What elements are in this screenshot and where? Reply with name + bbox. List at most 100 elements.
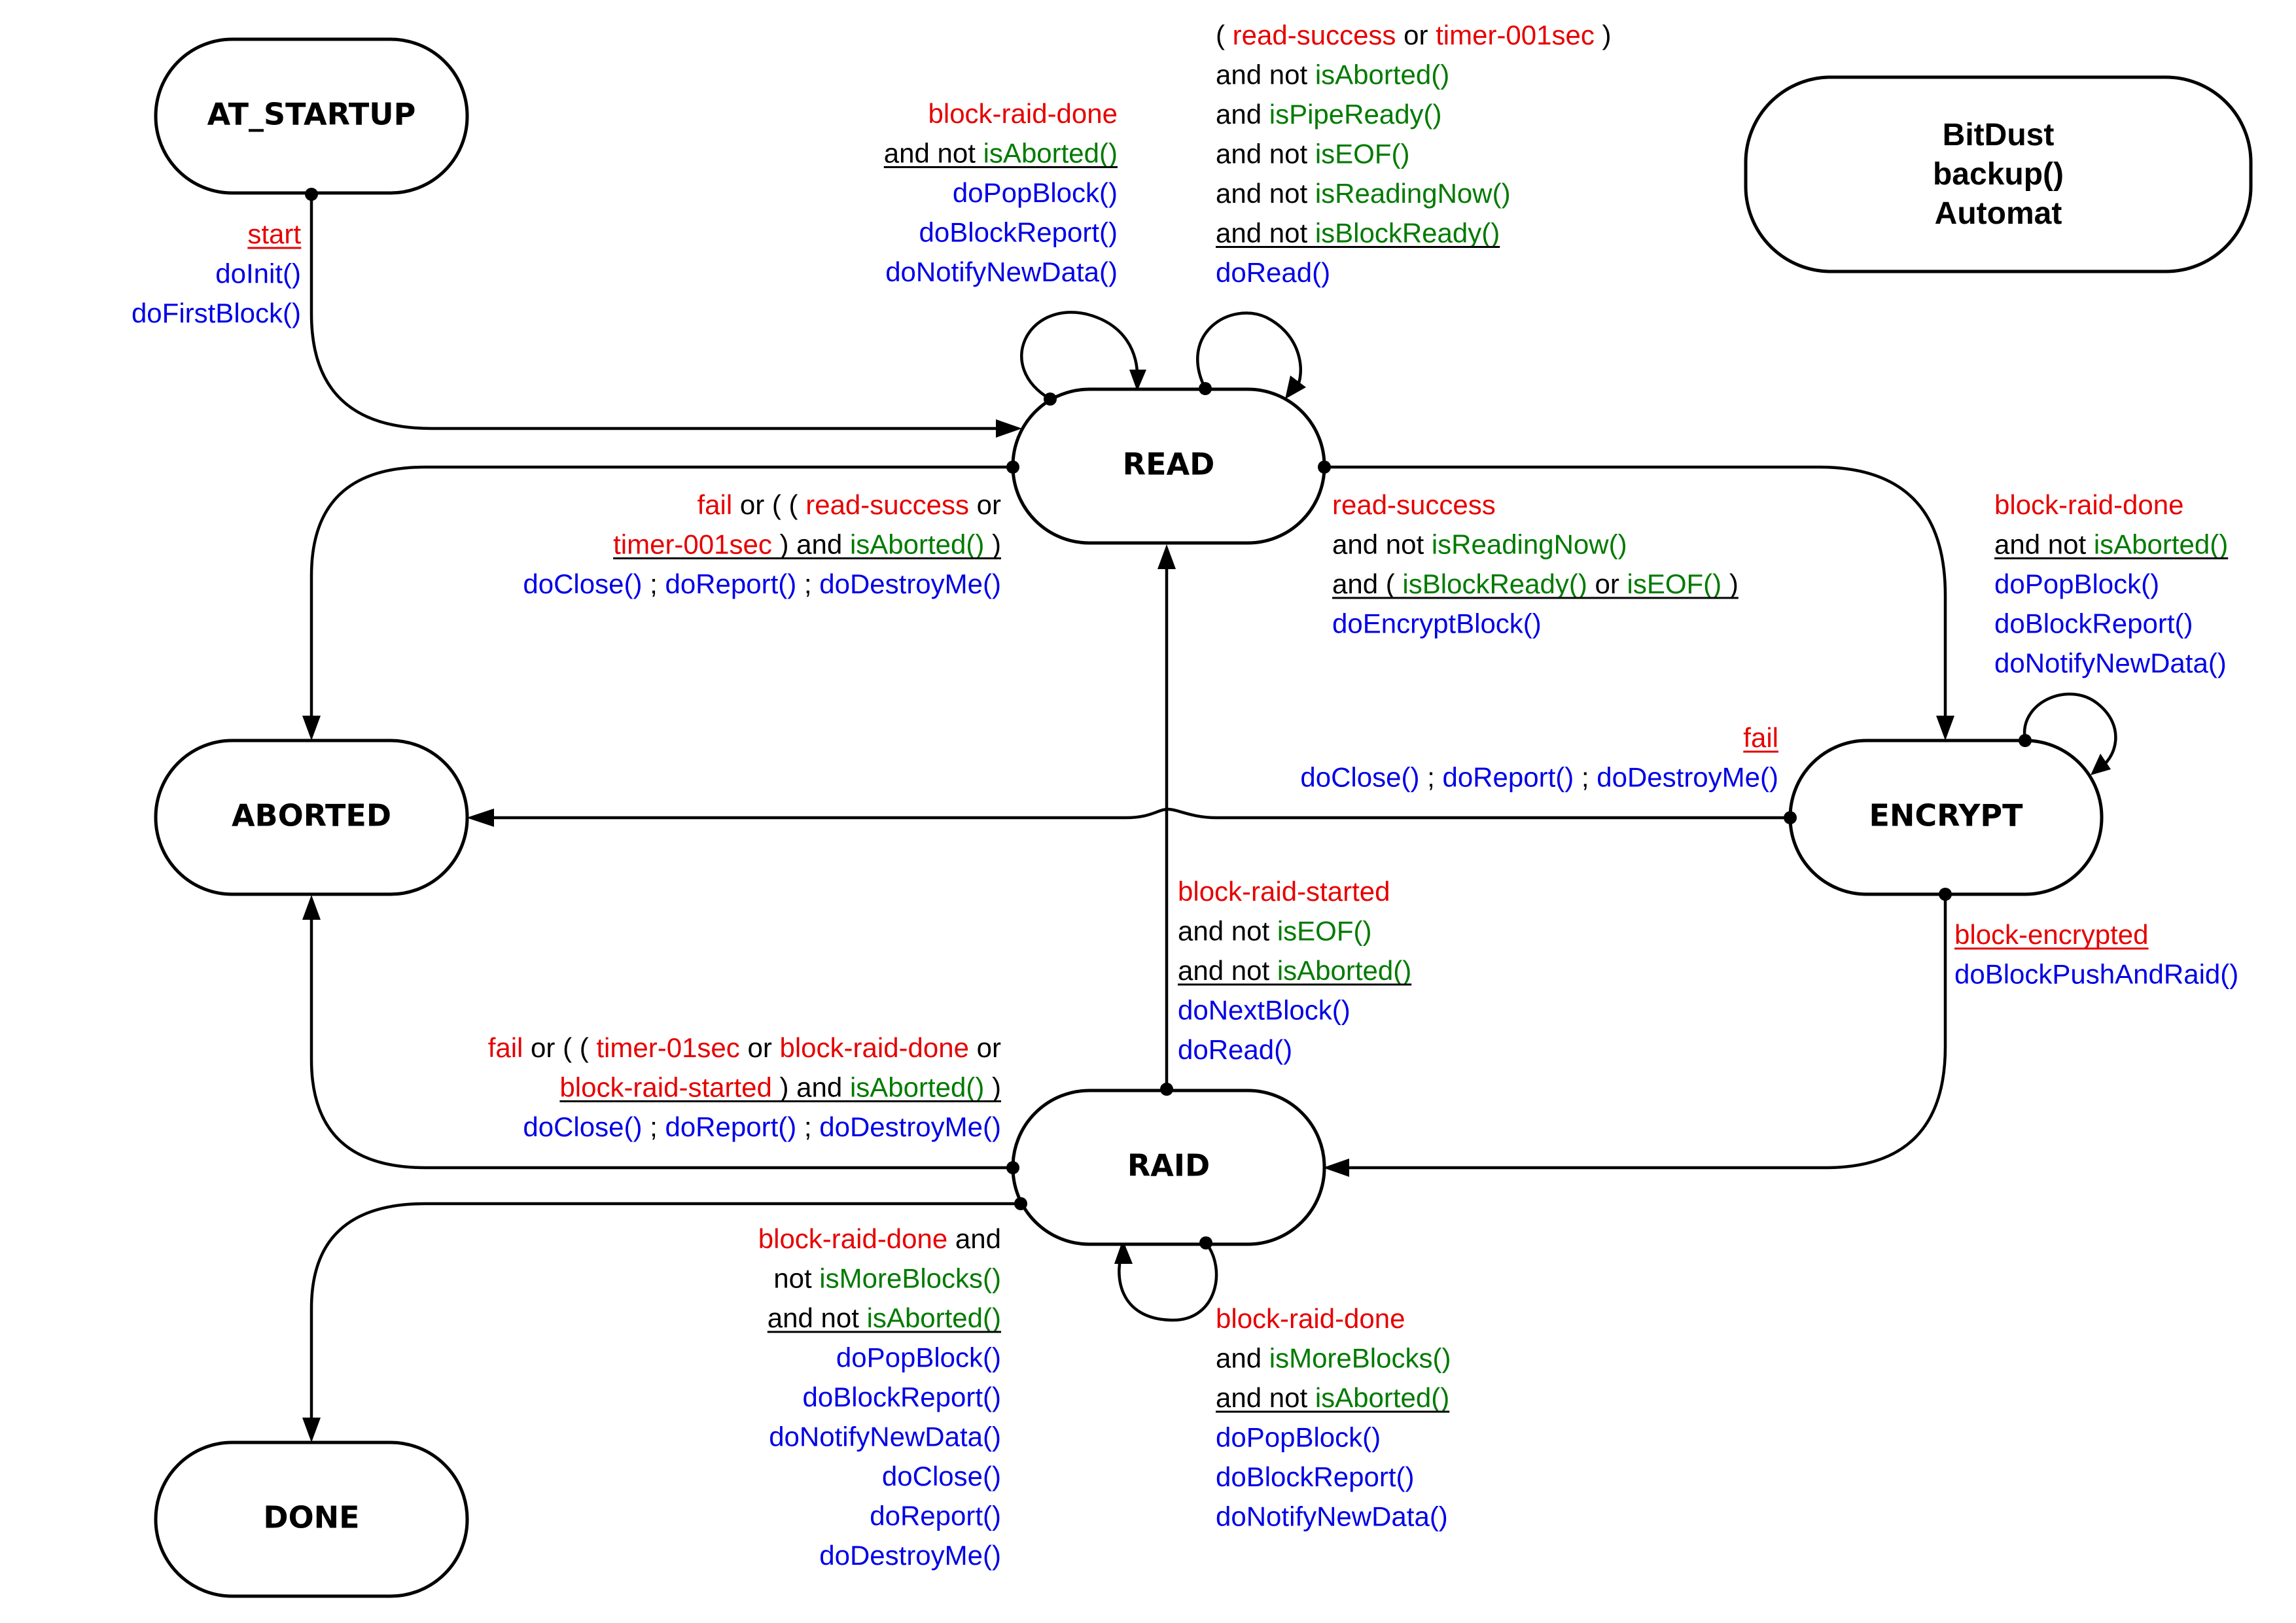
label-token: fail xyxy=(488,1032,523,1063)
label-read-self-right: ( read-success or timer-001sec ) and not … xyxy=(1216,20,1612,288)
label-line: block-encrypted xyxy=(1954,919,2148,950)
state-raid[interactable]: RAID xyxy=(1011,1089,1326,1246)
label-token: isPipeReady() xyxy=(1269,99,1442,130)
label-token: and xyxy=(947,1223,1001,1254)
label-token: fail xyxy=(698,489,733,520)
dot-read-self-left xyxy=(1044,393,1057,406)
label-token: block-raid-done xyxy=(779,1032,969,1063)
label-line: block-raid-started xyxy=(1178,876,1390,907)
label-token: doBlockReport() xyxy=(919,217,1118,248)
state-at-startup[interactable]: AT_STARTUP xyxy=(154,37,469,195)
dot-raid-left xyxy=(1006,1161,1019,1174)
edge-read-self-right xyxy=(1196,311,1302,393)
label-line: doClose() xyxy=(882,1461,1001,1492)
label-token: or ( ( xyxy=(523,1032,596,1063)
label-token: isMoreBlocks() xyxy=(1269,1343,1451,1374)
label-line: and isPipeReady() xyxy=(1216,99,1442,130)
label-line: and not isAborted() xyxy=(1216,60,1449,90)
label-token: doClose() xyxy=(523,568,642,599)
label-token: and not xyxy=(1216,178,1315,209)
transition-source-dots xyxy=(305,188,2032,1249)
label-token: doPopBlock() xyxy=(1994,568,2159,599)
label-token: doClose() xyxy=(882,1461,1001,1492)
label-token: block-raid-done xyxy=(758,1223,948,1254)
dot-read-self-right xyxy=(1199,382,1212,395)
label-token: block-raid-done xyxy=(928,98,1118,129)
state-aborted[interactable]: ABORTED xyxy=(154,739,469,896)
dot-read-right xyxy=(1318,461,1331,474)
label-token: start xyxy=(247,218,301,249)
label-line: block-raid-done and xyxy=(758,1223,1001,1254)
state-done[interactable]: DONE xyxy=(154,1440,469,1598)
arrowhead-into-aborted-from-read xyxy=(302,716,321,741)
label-read-encrypt: read-success and not isReadingNow() and ( … xyxy=(1332,489,1739,639)
label-token: ) and xyxy=(772,1072,850,1103)
label-raid-aborted: fail or ( ( timer-01sec or block-raid-do… xyxy=(488,1032,1001,1142)
label-line: block-raid-done xyxy=(928,98,1118,129)
label-token: ) xyxy=(984,529,1001,560)
label-token: block-raid-done xyxy=(1216,1303,1405,1334)
label-line: doRead() xyxy=(1216,257,1330,288)
label-line: and not isEOF() xyxy=(1178,916,1371,947)
label-token: doInit() xyxy=(215,258,301,289)
label-line: and ( isBlockReady() or isEOF() ) xyxy=(1332,568,1739,599)
edge-encrypt-raid xyxy=(1335,894,1947,1170)
label-token: or xyxy=(740,1032,780,1063)
label-token: doNextBlock() xyxy=(1178,995,1351,1026)
label-token: and not xyxy=(1178,955,1277,986)
arrowhead-encrypt-self xyxy=(2091,754,2111,775)
edge-raid-done xyxy=(309,1202,1021,1429)
label-token: doPopBlock() xyxy=(953,177,1118,208)
arrowhead-into-aborted-from-encrypt xyxy=(467,809,494,827)
label-line: doNotifyNewData() xyxy=(769,1422,1001,1452)
label-line: and not isAborted() xyxy=(1994,529,2228,560)
label-token: not xyxy=(773,1263,819,1294)
label-token: doReport() xyxy=(665,568,796,599)
label-token: read-success xyxy=(1332,489,1496,520)
dot-raid-top xyxy=(1160,1083,1173,1096)
edge-encrypt-self xyxy=(2022,692,2117,771)
label-token: timer-01sec xyxy=(596,1032,739,1063)
label-line: doPopBlock() xyxy=(1994,568,2159,599)
label-token: doDestroyMe() xyxy=(819,1540,1001,1571)
label-token: isAborted() xyxy=(1315,60,1449,90)
label-token: and not xyxy=(768,1302,867,1333)
label-raid-read: block-raid-started and not isEOF() and not… xyxy=(1178,876,1412,1065)
label-token: isAborted() xyxy=(1315,1382,1449,1413)
arrowhead-into-encrypt-from-read xyxy=(1936,716,1954,741)
states: AT_STARTUP READ ABORTED ENCRYPT RAID DON… xyxy=(154,37,2104,1598)
label-read-self-left: block-raid-done and not isAborted() doPopB… xyxy=(883,98,1118,287)
state-read[interactable]: READ xyxy=(1011,387,1326,545)
label-token: ) xyxy=(1595,20,1612,50)
label-token: isMoreBlocks() xyxy=(819,1263,1001,1294)
label-token: doNotifyNewData() xyxy=(769,1422,1001,1452)
state-encrypt[interactable]: ENCRYPT xyxy=(1788,739,2104,896)
label-token: and not xyxy=(1216,218,1315,249)
label-line: doBlockReport() xyxy=(919,217,1118,248)
label-token: block-raid-started xyxy=(1178,876,1390,907)
dot-encrypt-self xyxy=(2019,734,2032,747)
label-token: and not xyxy=(884,138,983,169)
label-token: or ( ( xyxy=(732,489,805,520)
label-token: doReport() xyxy=(665,1111,796,1142)
label-token: and xyxy=(1216,99,1269,130)
label-line: and not isAborted() xyxy=(884,138,1118,169)
label-line: and not isReadingNow() xyxy=(1332,529,1627,560)
label-line: ( read-success or timer-001sec ) xyxy=(1216,20,1612,50)
label-line: doPopBlock() xyxy=(1216,1422,1381,1453)
arrowhead-raid-self xyxy=(1114,1240,1133,1264)
label-line: doBlockReport() xyxy=(1216,1461,1414,1492)
label-line: doNotifyNewData() xyxy=(885,256,1118,287)
label-token: and not xyxy=(1994,529,2094,560)
title-line: backup() xyxy=(1933,157,2064,192)
label-token: isAborted() xyxy=(850,529,984,560)
label-line: fail or ( ( timer-01sec or block-raid-do… xyxy=(488,1032,1001,1063)
label-token: ( xyxy=(1216,20,1233,50)
label-line: doEncryptBlock() xyxy=(1332,608,1542,639)
label-line: doPopBlock() xyxy=(953,177,1118,208)
label-token: block-raid-started xyxy=(559,1072,771,1103)
label-line: and not isAborted() xyxy=(768,1302,1001,1333)
edge-read-encrypt xyxy=(1324,465,1947,727)
